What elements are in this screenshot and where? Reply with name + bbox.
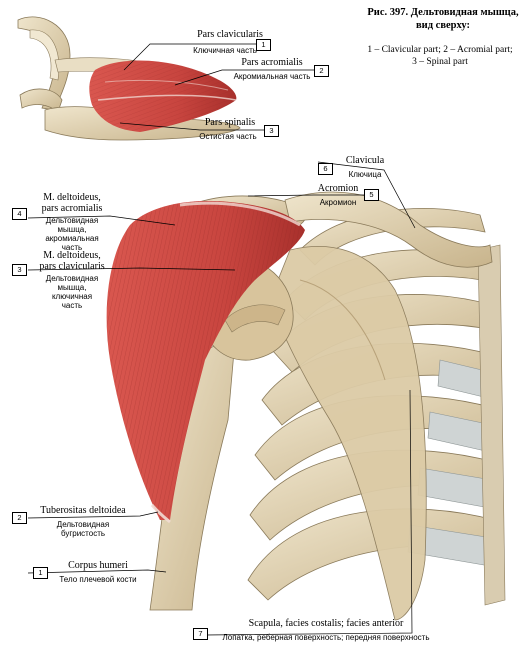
label-acromion-russian: Акромион [319,198,357,207]
figure-legend-line-1: 1 – Clavicular part; 2 – Acromial part; [367,45,513,55]
label-deltoid-clavicular-latin-2: pars clavicularis [39,261,105,272]
label-deltoid-acromial-russian-3: акромиальная [45,234,99,243]
label-clavicula-russian: Ключица [348,170,382,179]
label-corpus-russian: Тело плечевой кости [59,575,137,584]
label-number-2: 2 [12,512,27,524]
label-pars-clavicularis-latin: Pars clavicularis [197,29,263,40]
label-deltoid-clavicular-russian-4: часть [61,301,83,310]
label-deltoid-clavicular-russian-3: ключичная [51,292,93,301]
label-number-1: 1 [33,567,48,579]
label-pars-spinalis-latin: Pars spinalis [204,117,256,128]
label-corpus-latin: Corpus humeri [68,560,128,571]
leader-lines [27,43,416,636]
label-number-top-1: 1 [256,39,271,51]
label-deltoid-clavicular-russian-2: мышца, [57,283,87,292]
main-view-illustration [106,191,506,621]
label-number-7: 7 [193,628,208,640]
label-scapula-latin: Scapula, facies costalis; facies anterio… [248,618,404,629]
label-pars-clavicularis-russian: Ключичная часть [193,46,257,55]
label-deltoid-acromial-latin-1: M. deltoideus, [43,192,101,203]
label-pars-acromialis-latin: Pars acromialis [241,57,303,68]
label-scapula-russian: Лопатка, реберная поверхность; передняя … [222,633,430,642]
figure-legend: 1 – Clavicular part; 2 – Acromial part; … [352,44,528,68]
label-deltoid-acromial-russian-4: часть [61,243,83,252]
figure-title-line-1: Рис. 397. Дельтовидная мышца, [367,7,519,18]
label-deltoid-acromial-russian-1: Дельтовидная [45,216,99,225]
label-tuberositas-russian-1: Дельтовидная [56,520,110,529]
label-number-5: 5 [364,189,379,201]
figure-title: Рис. 397. Дельтовидная мышца, вид сверху… [360,6,526,32]
label-number-top-2: 2 [314,65,329,77]
label-deltoid-clavicular-russian-1: Дельтовидная [45,274,99,283]
figure-title-line-2: вид сверху: [416,20,470,31]
label-number-3: 3 [12,264,27,276]
label-tuberositas-russian-2: бугристость [60,529,106,538]
label-deltoid-acromial-latin-2: pars acromialis [41,203,103,214]
label-number-6: 6 [318,163,333,175]
label-number-top-3: 3 [264,125,279,137]
label-acromion-latin: Acromion [317,183,359,194]
label-number-4: 4 [12,208,27,220]
label-pars-acromialis-russian: Акромиальная часть [233,72,311,81]
label-tuberositas-latin: Tuberositas deltoidea [40,505,126,516]
figure-legend-line-2: 3 – Spinal part [412,57,468,67]
top-view-illustration [17,16,241,141]
label-deltoid-clavicular-latin-1: M. deltoideus, [43,250,101,261]
label-deltoid-acromial-russian-2: мышца, [57,225,87,234]
label-clavicula-latin: Clavicula [345,155,385,166]
label-pars-spinalis-russian: Остистая часть [199,132,257,141]
